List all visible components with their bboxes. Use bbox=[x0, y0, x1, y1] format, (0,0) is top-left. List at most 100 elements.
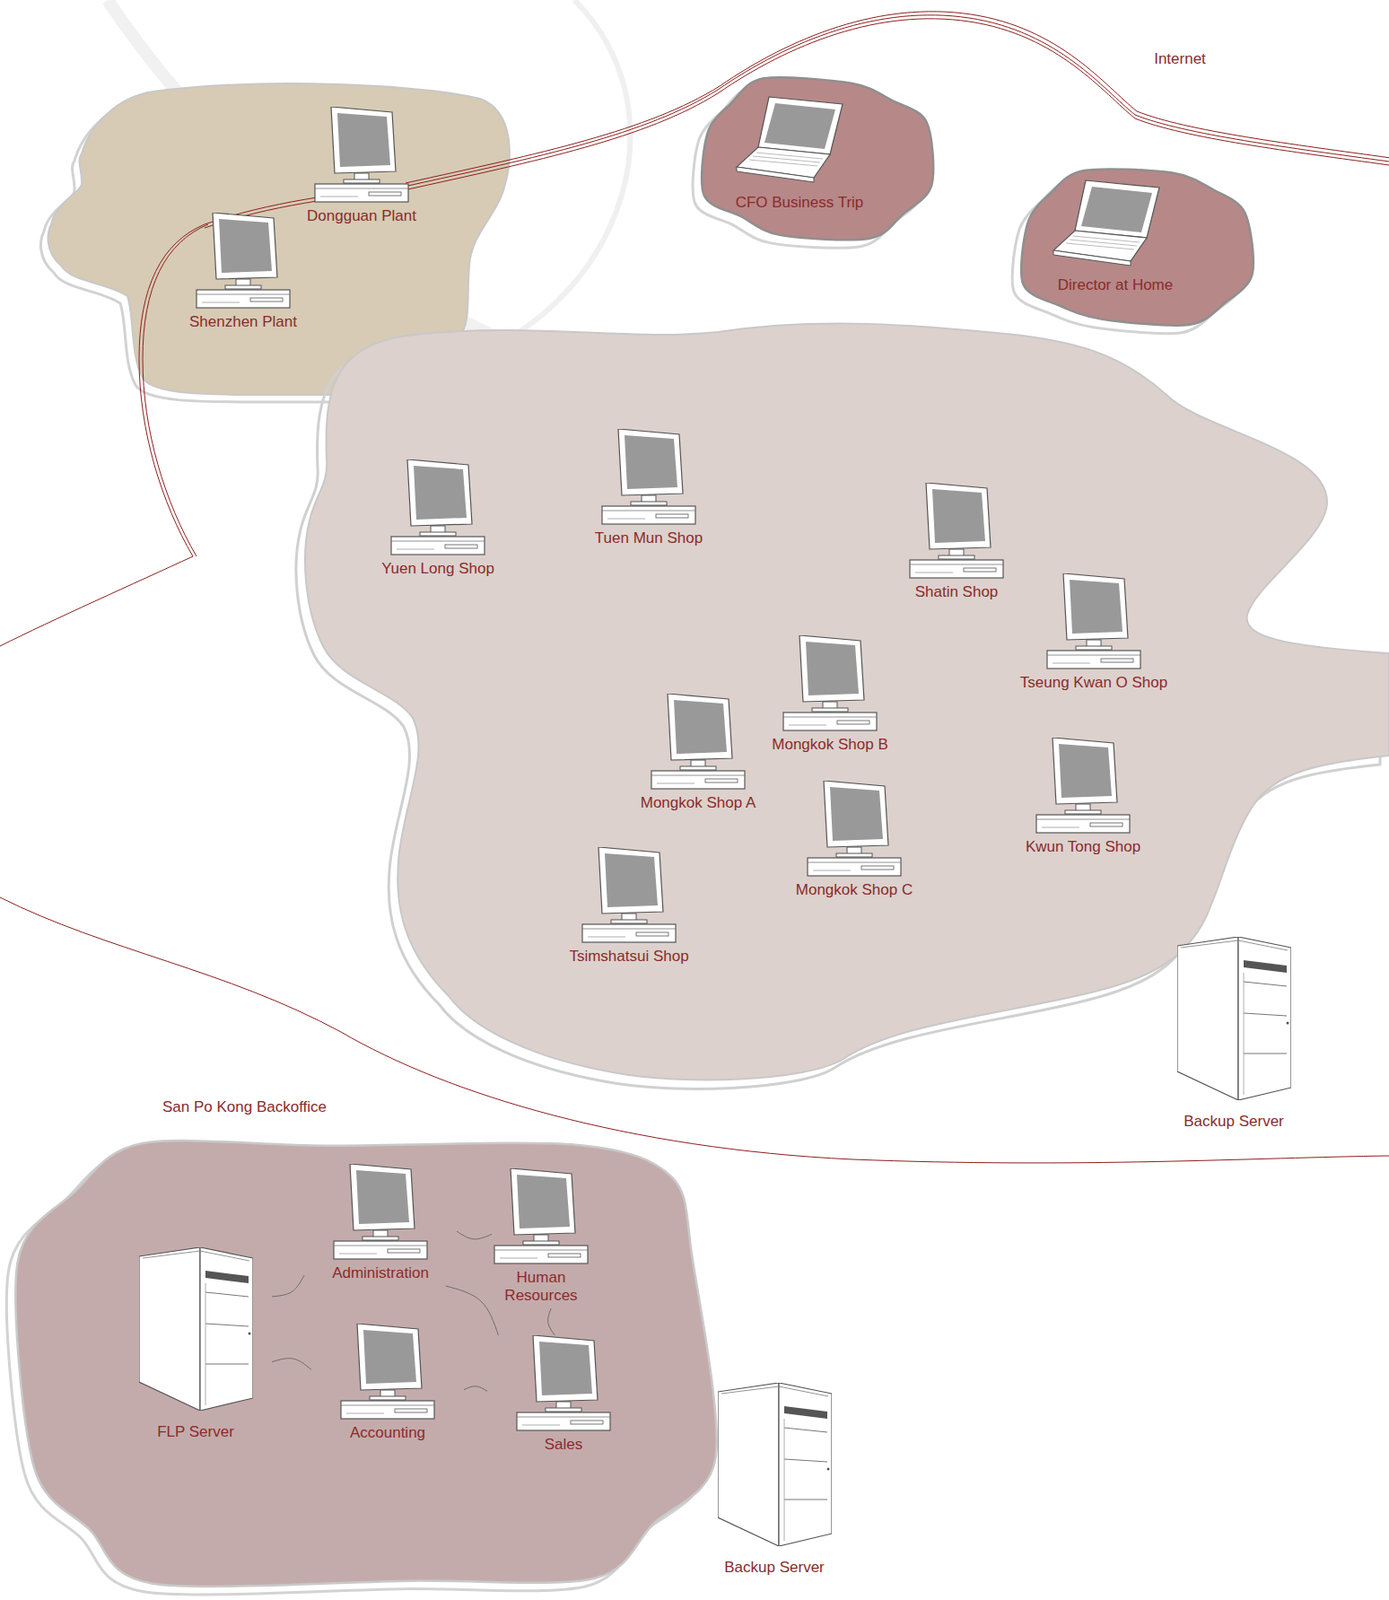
cloud-shape bbox=[1012, 168, 1254, 333]
computer-icon bbox=[1034, 737, 1132, 837]
icon-graphic bbox=[314, 106, 409, 202]
computer-icon bbox=[331, 1163, 429, 1263]
internet-wire bbox=[0, 897, 1389, 1163]
icon-graphic bbox=[602, 428, 696, 525]
cloud-shape bbox=[6, 1140, 717, 1595]
icon-graphic bbox=[582, 847, 676, 943]
computer-node: Mongkok Shop B bbox=[753, 635, 907, 758]
computer-node: Mongkok Shop C bbox=[777, 780, 931, 903]
icon-graphic bbox=[651, 693, 745, 789]
computer-icon bbox=[805, 780, 903, 880]
icon-graphic bbox=[139, 1247, 254, 1411]
text-area: Backup Server bbox=[698, 1558, 851, 1577]
node-label: Shatin Shop bbox=[880, 583, 1033, 602]
computer-node: Dongguan Plant bbox=[285, 106, 438, 229]
text-area: Dongguan Plant bbox=[285, 207, 438, 226]
icon-graphic bbox=[1053, 180, 1160, 266]
cloud-fill bbox=[701, 77, 934, 240]
icon-graphic bbox=[333, 1163, 428, 1259]
internet-wires bbox=[0, 11, 1389, 1163]
computer-icon bbox=[492, 1168, 590, 1267]
text-area: Shatin Shop bbox=[880, 583, 1033, 602]
node-label: Tseung Kwan O Shop bbox=[1017, 673, 1171, 692]
node-label: Kwun Tong Shop bbox=[1006, 838, 1160, 857]
remote-cloud-node: Director at Home bbox=[1013, 163, 1259, 332]
node-label: Shenzhen Plant bbox=[166, 313, 320, 332]
text-area: San Po Kong Backoffice bbox=[162, 1098, 432, 1117]
node-label: Dongguan Plant bbox=[285, 207, 438, 226]
icon-graphic bbox=[1047, 573, 1141, 669]
remote-cloud-node: CFO Business Trip bbox=[693, 71, 940, 245]
text-area: Tsimshatsui Shop bbox=[552, 947, 706, 966]
cloud-shape bbox=[692, 77, 934, 248]
icon-graphic bbox=[340, 1323, 435, 1419]
text-area: Yuen Long Shop bbox=[361, 559, 515, 578]
computer-node: Administration bbox=[304, 1163, 457, 1286]
server-node: Backup Server bbox=[698, 1382, 851, 1582]
node-label: Mongkok Shop A bbox=[621, 794, 775, 813]
site-heading: San Po Kong Backoffice bbox=[162, 1098, 432, 1117]
computer-icon bbox=[515, 1335, 612, 1434]
node-label: Accounting bbox=[311, 1423, 464, 1442]
node-label: Mongkok Shop B bbox=[753, 735, 907, 754]
cloud-fill bbox=[15, 1140, 717, 1587]
network-label: Internet bbox=[1130, 50, 1230, 69]
node-label: Tsimshatsui Shop bbox=[552, 947, 706, 966]
computer-icon bbox=[339, 1323, 437, 1423]
computer-node: Shatin Shop bbox=[880, 482, 1033, 605]
computer-icon bbox=[389, 459, 487, 559]
internet-wire bbox=[142, 224, 209, 557]
text-area: Shenzhen Plant bbox=[166, 313, 320, 332]
text-area: Administration bbox=[304, 1264, 457, 1283]
node-label: Human Resources bbox=[491, 1268, 591, 1305]
laptop-icon bbox=[1051, 178, 1164, 269]
computer-icon bbox=[908, 482, 1005, 582]
text-area: Tseung Kwan O Shop bbox=[1017, 673, 1171, 692]
icon-graphic bbox=[807, 780, 901, 876]
computer-icon bbox=[580, 847, 678, 946]
icon-graphic bbox=[717, 1382, 832, 1547]
icon-graphic bbox=[1036, 737, 1130, 833]
node-label: Sales bbox=[487, 1435, 640, 1454]
text-area: FLP Server bbox=[119, 1423, 272, 1442]
icon-graphic bbox=[736, 96, 843, 183]
text-area: Accounting bbox=[311, 1423, 464, 1442]
computer-node: Sales bbox=[487, 1335, 640, 1458]
server-node: FLP Server bbox=[119, 1247, 272, 1447]
computer-node: Tsimshatsui Shop bbox=[552, 847, 706, 970]
node-label: Administration bbox=[304, 1264, 457, 1283]
text-area: Mongkok Shop C bbox=[777, 881, 931, 900]
node-label: CFO Business Trip bbox=[693, 193, 906, 212]
server-node: Backup Server bbox=[1157, 936, 1311, 1136]
node-label: Yuen Long Shop bbox=[361, 559, 515, 578]
text-area: Mongkok Shop A bbox=[621, 794, 775, 813]
computer-node: Mongkok Shop A bbox=[621, 693, 775, 816]
computer-node: Tseung Kwan O Shop bbox=[1017, 573, 1171, 696]
icon-graphic bbox=[516, 1335, 611, 1431]
text-area: Kwun Tong Shop bbox=[1006, 838, 1160, 857]
node-label: Director at Home bbox=[1013, 276, 1217, 295]
text-area: Mongkok Shop B bbox=[753, 735, 907, 754]
text-area: Director at Home bbox=[1013, 276, 1217, 295]
computer-node: Yuen Long Shop bbox=[361, 459, 515, 582]
node-label: Mongkok Shop C bbox=[777, 881, 931, 900]
server-icon bbox=[1177, 936, 1292, 1101]
node-label: Backup Server bbox=[1157, 1112, 1311, 1131]
office-cloud-node: San Po Kong BackofficeAdministration Huma… bbox=[9, 1096, 727, 1600]
node-label: Backup Server bbox=[698, 1558, 851, 1577]
node-label: Tuen Mun Shop bbox=[572, 529, 726, 548]
internet-wire bbox=[0, 224, 205, 647]
icon-graphic bbox=[391, 459, 485, 555]
node-label: FLP Server bbox=[119, 1423, 272, 1442]
text-area: Sales bbox=[487, 1435, 640, 1454]
text-area: Backup Server bbox=[1157, 1112, 1311, 1131]
computer-node: Accounting bbox=[311, 1323, 464, 1446]
computer-icon bbox=[600, 428, 698, 528]
server-icon bbox=[717, 1382, 832, 1547]
computer-icon bbox=[313, 106, 411, 206]
text-area: Human Resources bbox=[491, 1268, 591, 1305]
computer-icon bbox=[649, 693, 747, 793]
text-area: Tuen Mun Shop bbox=[572, 529, 726, 548]
computer-node: Shenzhen Plant bbox=[166, 212, 320, 335]
